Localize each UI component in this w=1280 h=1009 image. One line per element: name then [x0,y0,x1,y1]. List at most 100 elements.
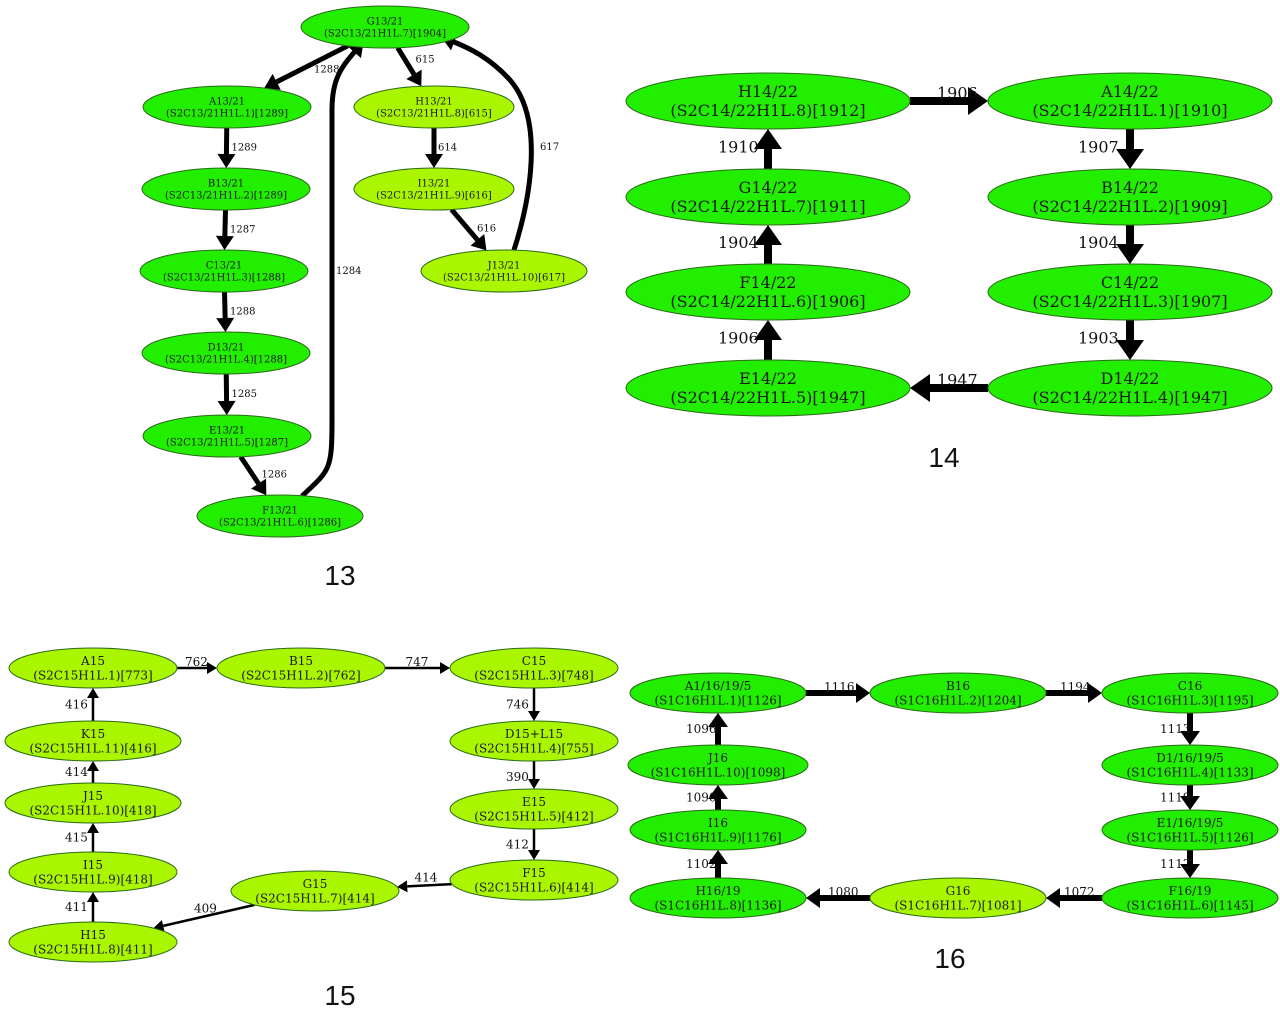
edge-k15-to-a15: 416 [65,688,99,721]
node-name: D15+L15 [505,727,563,741]
arrowhead [87,688,99,698]
node-c15[interactable]: C15(S2C15H1L.3)[748] [449,647,619,689]
node-j16[interactable]: J16(S1C16H1L.10)[1098] [627,744,809,786]
node-d15[interactable]: D15+L15(S2C15H1L.4)[755] [449,720,619,762]
arrowhead [806,888,820,908]
arrowhead [216,317,235,333]
node-detail: (S1C16H1L.1)[1126] [654,693,781,707]
node-d13[interactable]: D13/21(S2C13/21H1L.4)[1288] [141,331,311,375]
node-e16[interactable]: E1/16/19/5(S1C16H1L.5)[1126] [1101,809,1279,851]
node-ellipse [1101,809,1279,851]
edge-weight-label: 414 [65,765,88,779]
node-ellipse [142,414,312,458]
panel-number-label: 13 [324,560,355,591]
node-c14[interactable]: C14/22(S2C14/22H1L.3)[1907] [987,263,1273,321]
node-h16[interactable]: H16/19(S1C16H1L.8)[1136] [629,877,807,919]
node-c16[interactable]: C16(S1C16H1L.3)[1195] [1101,672,1279,714]
node-detail: (S2C13/21H1L.4)[1288] [165,355,287,366]
node-detail: (S2C15H1L.3)[748] [474,668,593,682]
node-name: J15 [81,789,103,803]
node-ellipse [141,167,311,211]
arrowhead [87,761,99,771]
node-g14[interactable]: G14/22(S2C14/22H1L.7)[1911] [625,168,911,226]
node-name: A13/21 [208,97,245,108]
node-name: H14/22 [738,82,798,101]
node-b13[interactable]: B13/21(S2C13/21H1L.2)[1289] [141,167,311,211]
arrowhead [528,850,540,860]
edge-weight-label: 617 [540,142,559,153]
node-detail: (S2C15H1L.6)[414] [474,880,593,894]
node-k15[interactable]: K15(S2C15H1L.11)[416] [4,720,182,762]
node-c13[interactable]: C13/21(S2C13/21H1L.3)[1288] [139,249,309,293]
edge-g16-to-h16: 1080 [806,885,870,908]
panel-14: 19061907190419031947190619041910H14/22(S… [625,72,1273,473]
node-ellipse [627,744,809,786]
node-f15[interactable]: F15(S2C15H1L.6)[414] [449,859,619,901]
node-detail: (S2C13/21H1L.6)[1286] [219,518,341,529]
node-detail: (S2C14/22H1L.5)[1947] [670,388,865,407]
edge-weight-label: 1096 [686,722,717,736]
nodes: H14/22(S2C14/22H1L.8)[1912] A14/22(S2C14/… [625,72,1273,417]
node-g15[interactable]: G15(S2C15H1L.7)[414] [230,870,400,912]
node-name: F14/22 [739,273,796,292]
node-ellipse [629,877,807,919]
node-ellipse [8,851,178,893]
node-i13[interactable]: I13/21(S2C13/21H1L.9)[616] [353,167,515,211]
node-a16[interactable]: A1/16/19/5(S1C16H1L.1)[1126] [629,672,807,714]
node-e13[interactable]: E13/21(S2C13/21H1L.5)[1287] [142,414,312,458]
node-a13[interactable]: A13/21(S2C13/21H1L.1)[1289] [142,85,312,129]
node-j15[interactable]: J15(S2C15H1L.10)[418] [4,782,182,824]
node-detail: (S2C13/21H1L.10)[617] [443,273,565,284]
node-b16[interactable]: B16(S1C16H1L.2)[1204] [869,672,1047,714]
node-h13[interactable]: H13/21(S2C13/21H1L.8)[615] [353,85,515,129]
node-e15[interactable]: E15(S2C15H1L.5)[412] [449,788,619,830]
edge-h13-to-i13: 614 [425,128,457,168]
edge-c16-to-d16: 1113 [1160,713,1200,745]
edge-weight-label: 1288 [314,65,339,76]
arrowhead [440,662,450,674]
arrowhead [528,711,540,721]
node-name: G13/21 [367,17,404,28]
edge-weight-label: 409 [194,902,217,916]
edge-line [222,209,228,237]
node-h14[interactable]: H14/22(S2C14/22H1L.8)[1912] [625,72,911,130]
node-b14[interactable]: B14/22(S2C14/22H1L.2)[1909] [987,168,1273,226]
node-i16[interactable]: I16(S1C16H1L.9)[1176] [629,809,807,851]
node-a15[interactable]: A15(S2C15H1L.1)[773] [8,647,178,689]
node-d16[interactable]: D1/16/19/5(S1C16H1L.4)[1133] [1101,744,1279,786]
node-f14[interactable]: F14/22(S2C14/22H1L.6)[1906] [625,263,911,321]
edge-line [300,46,360,498]
node-f13[interactable]: F13/21(S2C13/21H1L.6)[1286] [196,494,364,538]
node-detail: (S2C13/21H1L.9)[616] [376,191,492,202]
node-b15[interactable]: B15(S2C15H1L.2)[762] [216,647,386,689]
node-name: E15 [522,795,546,809]
node-detail: (S1C16H1L.7)[1081] [894,898,1021,912]
node-d14[interactable]: D14/22(S2C14/22H1L.4)[1947] [987,359,1273,417]
node-name: H16/19 [695,884,740,898]
node-e14[interactable]: E14/22(S2C14/22H1L.5)[1947] [625,359,911,417]
node-f16[interactable]: F16/19(S1C16H1L.6)[1145] [1101,877,1279,919]
node-g16[interactable]: G16(S1C16H1L.7)[1081] [869,877,1047,919]
node-a14[interactable]: A14/22(S2C14/22H1L.1)[1910] [987,72,1273,130]
node-detail: (S2C15H1L.9)[418] [33,872,152,886]
node-detail: (S1C16H1L.6)[1145] [1126,898,1253,912]
arrowhead [264,73,281,90]
node-name: J13/21 [487,261,521,272]
arrowhead [1116,244,1144,264]
node-detail: (S2C13/21H1L.1)[1289] [166,109,288,120]
edge-a14-to-b14: 1907 [1078,129,1144,169]
node-ellipse [1101,877,1279,919]
arrowhead [968,87,988,115]
node-i15[interactable]: I15(S2C15H1L.9)[418] [8,851,178,893]
node-ellipse [449,647,619,689]
edge-b16-to-c16: 1194 [1046,680,1102,703]
edge-h15-to-i15: 411 [65,892,99,922]
node-j13[interactable]: J13/21(S2C13/21H1L.10)[617] [420,249,588,293]
node-h15[interactable]: H15(S2C15H1L.8)[411] [8,921,178,963]
node-g13[interactable]: G13/21(S2C13/21H1L.7)[1904] [300,5,470,49]
node-name: K15 [81,727,105,741]
nodes: G13/21(S2C13/21H1L.7)[1904]A13/21(S2C13/… [139,5,588,538]
